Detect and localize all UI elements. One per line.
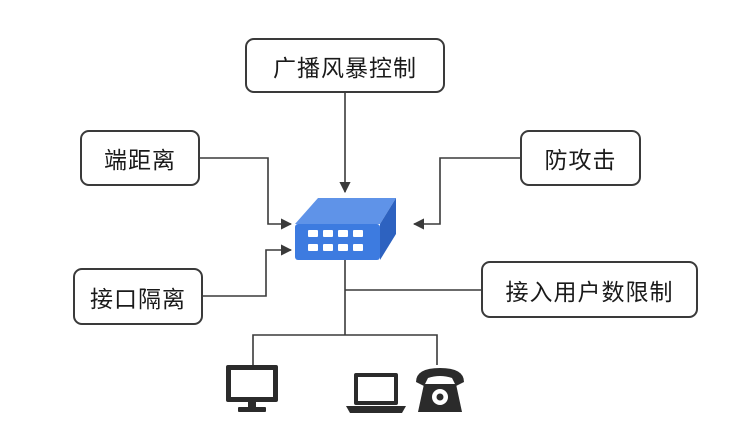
switch-port xyxy=(353,230,363,237)
switch-port xyxy=(323,230,333,237)
port-isolation-label: 接口隔离 xyxy=(90,286,186,313)
network-switch-icon xyxy=(295,198,396,260)
monitor-icon xyxy=(226,365,278,412)
port-distance-label: 端距离 xyxy=(104,148,176,174)
anti-attack-box: 防攻击 xyxy=(520,130,641,186)
switch-port xyxy=(308,230,318,237)
connector-device-bus xyxy=(252,334,438,365)
switch-top-face xyxy=(295,198,396,224)
connector-anti-attack xyxy=(412,157,520,230)
switch-port xyxy=(323,244,333,251)
switch-port xyxy=(338,230,348,237)
broadcast-storm-control-box: 广播风暴控制 xyxy=(245,38,445,93)
anti-attack-label: 防攻击 xyxy=(544,148,617,174)
connector-port-isolation xyxy=(203,244,293,297)
user-limit-box: 接入用户数限制 xyxy=(481,261,698,318)
switch-port xyxy=(338,244,348,251)
connector-port-distance xyxy=(200,157,293,230)
switch-side-face xyxy=(380,198,396,260)
port-isolation-box: 接口隔离 xyxy=(73,268,203,325)
port-distance-box: 端距离 xyxy=(80,130,200,186)
telephone-icon xyxy=(416,368,464,412)
switch-front-face xyxy=(295,224,380,260)
broadcast-storm-control-label: 广播风暴控制 xyxy=(273,55,417,82)
connectors xyxy=(200,93,520,365)
user-limit-label: 接入用户数限制 xyxy=(505,279,674,306)
laptop-icon xyxy=(346,373,406,413)
switch-ports xyxy=(308,230,363,251)
switch-port xyxy=(308,244,318,251)
switch-port xyxy=(353,244,363,251)
